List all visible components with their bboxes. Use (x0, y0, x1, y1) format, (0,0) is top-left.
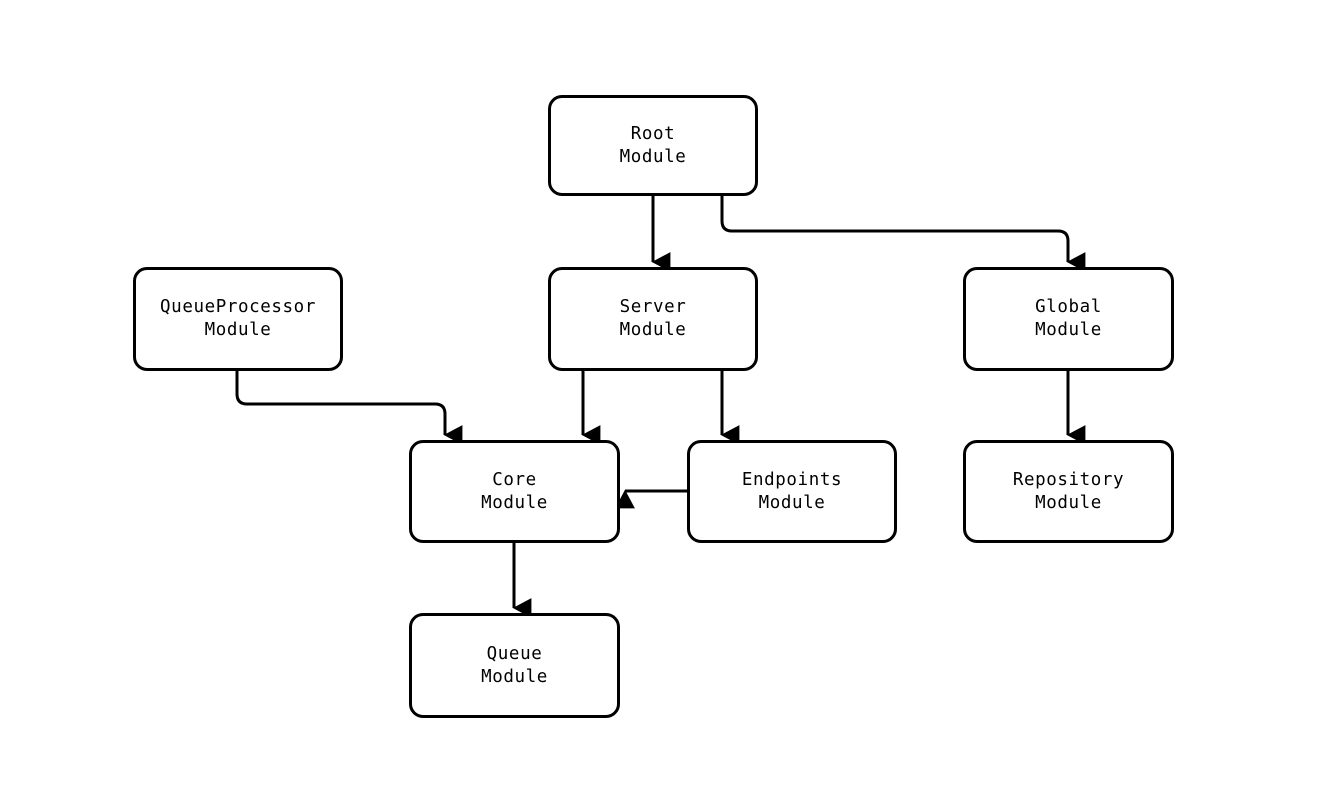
node-label-line2: Module (619, 320, 687, 340)
edge-queueprocessor-to-core (235, 371, 463, 445)
node-endpoints-module[interactable]: Endpoints Module (687, 440, 897, 543)
node-label-line2: Module (619, 146, 687, 167)
node-label-line2: Module (1035, 320, 1102, 340)
node-queue-module[interactable]: Queue Module (409, 613, 620, 718)
node-label-line1: Core (492, 469, 537, 490)
node-global-module[interactable]: Global Module (963, 267, 1174, 371)
node-label-line1: Repository (1012, 469, 1125, 490)
node-queueprocessor-module[interactable]: QueueProcessor Module (133, 267, 343, 371)
node-label-line1: Endpoints (741, 469, 843, 490)
edge-root-to-global (720, 196, 1086, 272)
node-label-line2: Module (1035, 492, 1102, 513)
node-label-line1: Queue (486, 643, 543, 664)
node-repository-module[interactable]: Repository Module (963, 440, 1174, 543)
node-label-line1: Global (1035, 297, 1102, 317)
node-root-module[interactable]: Root Module (548, 95, 758, 196)
node-label-line2: Module (204, 320, 272, 340)
node-label-line2: Module (481, 492, 548, 513)
node-label-line2: Module (758, 492, 826, 513)
node-server-module[interactable]: Server Module (548, 267, 758, 371)
node-label-line1: Server (619, 297, 687, 317)
node-label-line2: Module (481, 666, 548, 687)
node-label-line1: Root (630, 123, 676, 144)
node-core-module[interactable]: Core Module (409, 440, 620, 543)
node-label-line1: QueueProcessor (160, 297, 316, 317)
